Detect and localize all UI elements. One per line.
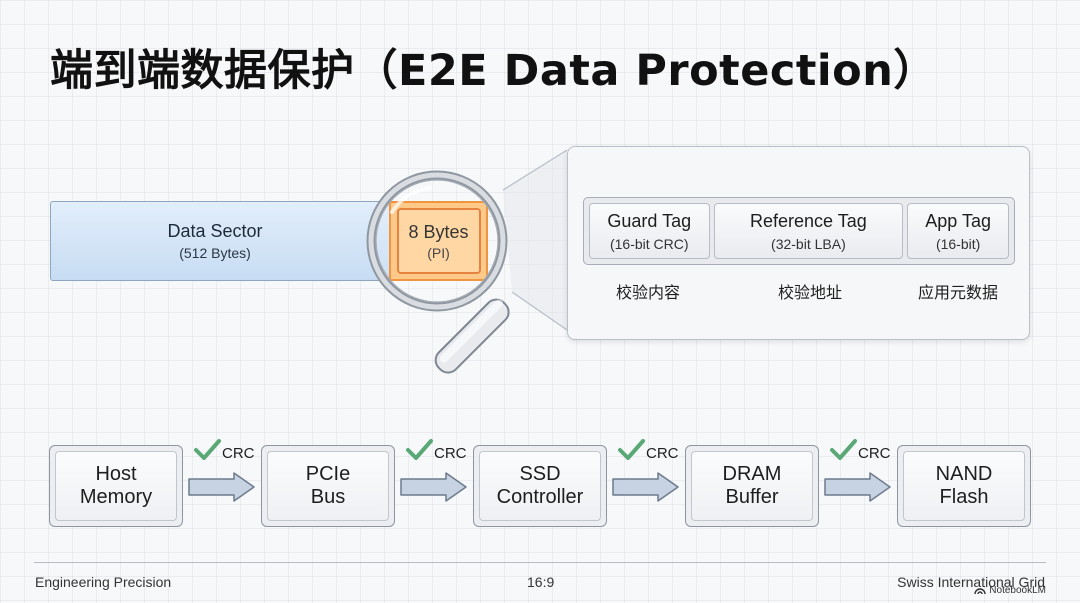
app-tag-size: (16-bit) (935, 235, 981, 252)
crc-label: CRC (222, 445, 255, 462)
footer-center-text: 16:9 (527, 574, 555, 590)
right-arrow-icon (188, 472, 255, 502)
crc-check: CRC (405, 437, 467, 463)
footer-left-text: Engineering Precision (35, 574, 172, 590)
pi-detail-panel: Guard Tag (16-bit CRC) Reference Tag (32… (567, 146, 1030, 340)
data-sector-size: (512 Bytes) (179, 245, 251, 261)
stage-label-line2: Flash (939, 486, 989, 508)
check-icon (194, 439, 221, 460)
crc-check: CRC (617, 437, 679, 463)
app-tag-caption: 应用元数据 (917, 283, 998, 302)
reference-tag-caption: 校验地址 (777, 283, 842, 302)
stage-label-line1: DRAM (722, 463, 782, 485)
brand-label: NotebookLM (989, 585, 1046, 596)
pi-block-inner: 8 Bytes (PI) (396, 208, 481, 274)
guard-tag-label: Guard Tag (607, 210, 692, 231)
stage-label-line2: Memory (79, 486, 153, 508)
reference-tag-cell: Reference Tag (32-bit LBA) (713, 203, 904, 259)
stage-host-memory: Host Memory (49, 445, 183, 527)
right-arrow-icon (400, 472, 467, 502)
guard-tag-cell: Guard Tag (16-bit CRC) (589, 203, 710, 259)
stage-label-line1: NAND (935, 463, 993, 485)
crc-check: CRC (829, 437, 891, 463)
stage-label-line1: Host (95, 463, 137, 485)
data-sector-label: Data Sector (167, 221, 263, 241)
notebooklm-watermark: NotebookLM (974, 585, 1046, 596)
data-sector-block: Data Sector (512 Bytes) (50, 201, 390, 281)
app-tag-label: App Tag (925, 210, 991, 231)
pi-size-label: 8 Bytes (408, 221, 469, 242)
pi-label: (PI) (427, 244, 450, 261)
footer-divider (34, 562, 1046, 563)
guard-tag-size: (16-bit CRC) (609, 235, 689, 252)
stage-label-line2: Bus (310, 486, 346, 508)
stage-dram-buffer: DRAM Buffer (685, 445, 819, 527)
stage-label-line1: SSD (519, 463, 561, 485)
check-icon (830, 439, 857, 460)
pi-block: 8 Bytes (PI) (389, 201, 488, 281)
page-title: 端到端数据保护（E2E Data Protection） (50, 46, 937, 96)
crc-label: CRC (646, 445, 679, 462)
notebooklm-logo-icon (974, 588, 986, 595)
stage-ssd-controller: SSD Controller (473, 445, 607, 527)
check-icon (618, 439, 645, 460)
check-icon (406, 439, 433, 460)
crc-check: CRC (193, 437, 255, 463)
crc-label: CRC (434, 445, 467, 462)
reference-tag-label: Reference Tag (750, 210, 867, 231)
guard-tag-caption: 校验内容 (615, 283, 680, 302)
stage-nand-flash: NAND Flash (897, 445, 1031, 527)
stage-label-line2: Controller (496, 486, 584, 508)
right-arrow-icon (612, 472, 679, 502)
app-tag-cell: App Tag (16-bit) (907, 203, 1009, 259)
stage-label-line2: Buffer (725, 486, 779, 508)
stage-label-line1: PCIe (305, 463, 351, 485)
footer-right-text: Swiss International Grid (897, 574, 1045, 590)
stage-pcie-bus: PCIe Bus (261, 445, 395, 527)
reference-tag-size: (32-bit LBA) (771, 235, 846, 252)
right-arrow-icon (824, 472, 891, 502)
crc-label: CRC (858, 445, 891, 462)
pi-tag-strip: Guard Tag (16-bit CRC) Reference Tag (32… (583, 197, 1015, 265)
